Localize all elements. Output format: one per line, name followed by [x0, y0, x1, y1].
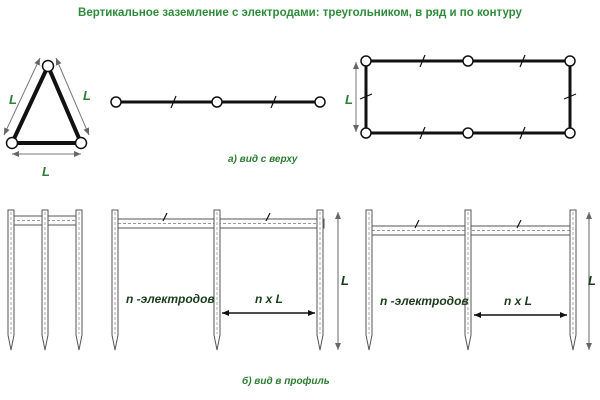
electrode-node	[564, 55, 576, 67]
triangle-connector	[8, 61, 85, 145]
electrode-count-label: n -электродов	[126, 292, 215, 306]
electrode-node	[110, 96, 122, 108]
break-mark	[516, 219, 522, 229]
electrode-node	[211, 96, 223, 108]
break-mark	[519, 54, 526, 68]
dimension-line	[55, 57, 90, 136]
contour-connector	[364, 59, 572, 135]
contour-profile-view	[365, 209, 592, 351]
diagram-title: Вертикальное заземление с электродами: т…	[78, 7, 522, 19]
row-top-view	[110, 95, 326, 109]
break-mark	[170, 95, 177, 109]
electrode-node	[462, 127, 474, 139]
electrode-node	[360, 127, 372, 139]
break-mark	[563, 93, 577, 100]
electrode-node	[5, 136, 19, 150]
dimension-line	[3, 57, 41, 136]
length-label: L	[9, 92, 17, 107]
electrode-node	[462, 55, 474, 67]
electrode-node	[41, 59, 55, 73]
break-mark	[265, 212, 271, 222]
spacing-label: n x L	[504, 294, 532, 308]
contour-top-view: L	[345, 54, 577, 140]
break-mark	[519, 126, 526, 140]
length-label: L	[588, 273, 596, 288]
electrode-count-label: n -электродов	[380, 294, 469, 308]
break-mark	[414, 219, 420, 229]
length-label: L	[83, 88, 91, 103]
length-label: L	[42, 164, 50, 179]
electrode-node	[314, 96, 326, 108]
break-mark	[162, 212, 168, 222]
electrode-node	[74, 136, 88, 150]
break-mark	[419, 126, 426, 140]
length-label: L	[345, 92, 353, 107]
triangle-profile-view	[7, 209, 83, 351]
triangle-top-view: L L L	[3, 57, 91, 179]
break-mark	[270, 95, 277, 109]
top-view-caption: а) вид с верху	[228, 154, 298, 165]
length-label: L	[341, 273, 349, 288]
break-mark	[419, 54, 426, 68]
profile-view-caption: б) вид в профиль	[242, 375, 330, 387]
break-mark	[359, 93, 373, 100]
electrode-node	[564, 127, 576, 139]
electrode-node	[360, 55, 372, 67]
row-profile-view	[111, 209, 341, 351]
spacing-label: n x L	[255, 292, 283, 306]
